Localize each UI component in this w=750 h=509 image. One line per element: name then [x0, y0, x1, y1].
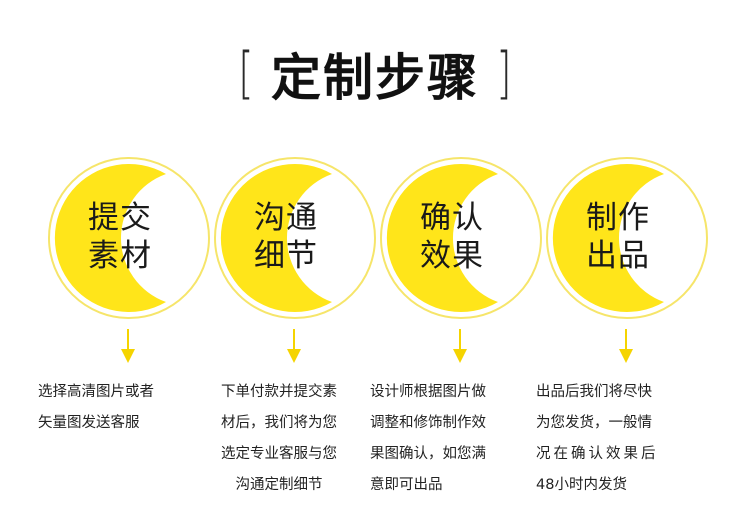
title-text: 定制步骤	[271, 49, 479, 107]
crescent-circle-icon	[48, 157, 210, 319]
title-right-bracket: ]	[496, 41, 512, 106]
arrow-down-icon	[453, 329, 467, 363]
step-2: 沟通 细节 下单付款并提交素 材后，我们将为您 选定专业客服与您 沟通定制细节	[212, 155, 378, 493]
crescent-circle-icon	[214, 157, 376, 319]
page-header: [ 定制步骤 ]	[0, 38, 750, 110]
step-4-label: 制作 出品	[586, 200, 650, 274]
step-1-label: 提交 素材	[88, 200, 152, 274]
arrow-down-icon	[121, 329, 135, 363]
step-4-description: 出品后我们将尽快 为您发货，一般情 况在确认效果后 48小时内发货	[536, 384, 659, 493]
step-3-label: 确认 效果	[420, 200, 484, 274]
step-1: 提交 素材 选择高清图片或者 矢量图发送客服	[38, 155, 212, 431]
step-2-label: 沟通 细节	[254, 200, 318, 274]
step-4: 制作 出品 出品后我们将尽快 为您发货，一般情 况在确认效果后 48小时内发货	[536, 155, 710, 493]
step-2-description: 下单付款并提交素 材后，我们将为您 选定专业客服与您 沟通定制细节	[221, 384, 337, 493]
title-left-bracket: [	[238, 41, 254, 106]
crescent-circle-icon	[380, 157, 542, 319]
step-3-description: 设计师根据图片做 调整和修饰制作效 果图确认，如您满 意即可出品	[370, 384, 486, 493]
step-3-badge: 确认 效果	[378, 155, 544, 321]
page-title: [ 定制步骤 ]	[235, 38, 515, 110]
arrow-down-icon	[287, 329, 301, 363]
step-1-badge: 提交 素材	[46, 155, 212, 321]
crescent-circle-icon	[546, 157, 708, 319]
step-2-badge: 沟通 细节	[212, 155, 378, 321]
step-1-description: 选择高清图片或者 矢量图发送客服	[38, 384, 154, 431]
step-4-badge: 制作 出品	[544, 155, 710, 321]
arrow-down-icon	[619, 329, 633, 363]
step-3: 确认 效果 设计师根据图片做 调整和修饰制作效 果图确认，如您满 意即可出品	[370, 155, 544, 493]
